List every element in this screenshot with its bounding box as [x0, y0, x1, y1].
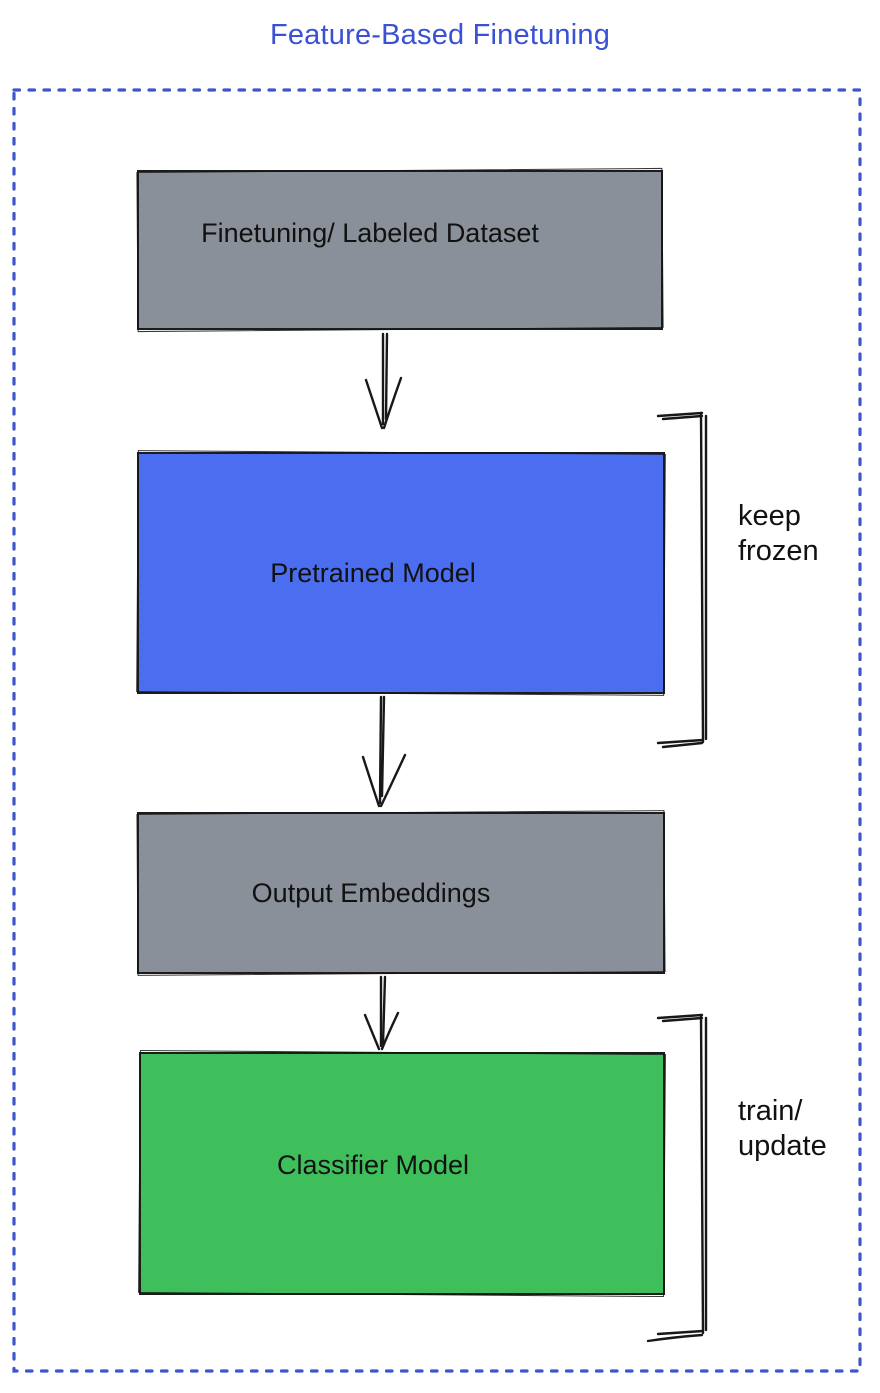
annotation-train-update: train/ update	[738, 1095, 827, 1163]
node-finetuning-dataset-label: Finetuning/ Labeled Dataset	[201, 217, 539, 248]
flow-arrow-dataset-to-pretrained	[364, 332, 403, 430]
node-classifier-model-label: Classifier Model	[276, 1149, 470, 1180]
flow-arrow-pretrained-to-embeddings	[361, 695, 407, 808]
keep-frozen-bracket	[656, 411, 708, 749]
annotation-keep-frozen: keep frozen	[738, 500, 819, 568]
node-output-embeddings: Output Embeddings	[137, 812, 665, 974]
flow-arrow-embeddings-to-classifier	[363, 975, 400, 1051]
diagram-title: Feature-Based Finetuning	[269, 19, 611, 51]
node-finetuning-dataset: Finetuning/ Labeled Dataset	[137, 170, 663, 330]
node-pretrained-model-label: Pretrained Model	[270, 557, 476, 588]
node-pretrained-model: Pretrained Model	[137, 452, 665, 694]
node-output-embeddings-label: Output Embeddings	[251, 877, 491, 908]
node-classifier-model: Classifier Model	[139, 1052, 665, 1295]
